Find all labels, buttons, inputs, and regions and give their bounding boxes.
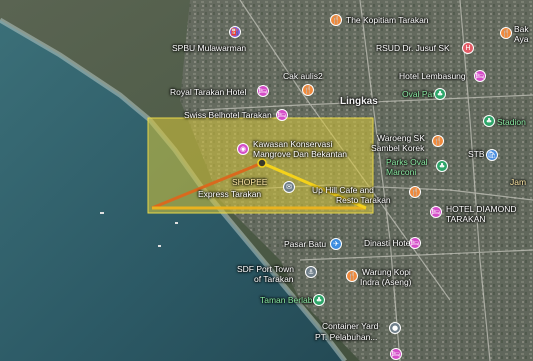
poi-hotel-lembasung[interactable]: Hotel Lembasung: [399, 71, 466, 81]
poi-diamond-line2[interactable]: TARAKAN: [446, 214, 486, 224]
restaurant-icon[interactable]: 🍴: [500, 27, 512, 39]
poi-container-line2[interactable]: PT. Pelabuhan...: [315, 332, 378, 342]
poi-swiss-belhotel[interactable]: Swiss Belhotel Tarakan: [184, 110, 272, 120]
wedge-right-edge: [261, 161, 367, 210]
fuel-station-icon[interactable]: ⛽: [229, 26, 241, 38]
poi-oval-park[interactable]: Oval Park: [402, 89, 440, 99]
poi-uphill-line2[interactable]: Resto Tarakan: [336, 195, 391, 205]
poi-kawasan-line1[interactable]: Kawasan Konservasi: [253, 139, 333, 149]
restaurant-icon[interactable]: 🍴: [432, 135, 444, 147]
poi-taman-berlabuh[interactable]: Taman Berlabuh: [260, 295, 322, 305]
origin-marker[interactable]: [257, 158, 267, 168]
poi-spbu[interactable]: SPBU Mulawarman: [172, 43, 247, 53]
poi-parks-oval-line1[interactable]: Parks Oval: [386, 157, 428, 167]
poi-royal-hotel[interactable]: Royal Tarakan Hotel: [170, 87, 247, 97]
restaurant-icon[interactable]: 🍴: [330, 14, 342, 26]
poi-sdf-line1[interactable]: SDF Port Town: [237, 264, 295, 274]
shopping-icon[interactable]: 🛍: [486, 149, 498, 161]
restaurant-icon[interactable]: 🍴: [409, 186, 421, 198]
poi-rsud[interactable]: RSUD Dr. Jusuf SK: [376, 43, 450, 53]
poi-parks-oval-line2[interactable]: Marconi: [386, 167, 417, 177]
restaurant-icon[interactable]: 🍴: [302, 84, 314, 96]
post-office-icon[interactable]: ✉: [283, 181, 295, 193]
poi-kawasan-line2[interactable]: Mangrove Dan Bekantan: [253, 149, 348, 159]
poi-warung-line2[interactable]: Indra (Aseng): [360, 277, 412, 287]
poi-stb[interactable]: STB: [468, 149, 485, 159]
hotel-icon[interactable]: 🛏: [257, 85, 269, 97]
restaurant-icon[interactable]: 🍴: [346, 270, 358, 282]
poi-jam[interactable]: Jam: [510, 177, 527, 187]
location-icon[interactable]: ●: [389, 322, 401, 334]
hotel-icon[interactable]: 🛏: [276, 109, 288, 121]
poi-shopee-line2[interactable]: Express Tarakan: [198, 189, 262, 199]
wedge-left-edge: [151, 161, 263, 210]
poi-ayam[interactable]: Aya: [514, 34, 529, 44]
boats: [100, 212, 178, 247]
poi-dinasti-hotel[interactable]: Dinasti Hotel: [364, 238, 413, 248]
poi-kopitiam[interactable]: The Kopitiam Tarakan: [346, 15, 429, 25]
transit-icon[interactable]: ✈: [330, 238, 342, 250]
hotel-icon[interactable]: 🛏: [390, 348, 402, 360]
poi-diamond-line1[interactable]: HOTEL DIAMOND: [446, 204, 517, 214]
poi-warung-line1[interactable]: Warung Kopi: [362, 267, 411, 277]
poi-stadion[interactable]: Stadion: [497, 117, 526, 127]
area-lingkas: Lingkas: [340, 96, 378, 107]
poi-container-line1[interactable]: Container Yard: [322, 321, 379, 331]
park-icon[interactable]: ♣: [313, 294, 325, 306]
poi-cak-aulis[interactable]: Cak aulis2: [283, 71, 323, 81]
poi-bak[interactable]: Bak: [514, 24, 529, 34]
hotel-icon[interactable]: 🛏: [409, 237, 421, 249]
poi-sdf-line2[interactable]: of Tarakan: [254, 274, 294, 284]
poi-waroeng-line2[interactable]: Sambel Korek: [371, 143, 425, 153]
poi-shopee-line1[interactable]: SHOPEE: [232, 177, 268, 187]
hotel-icon[interactable]: 🛏: [474, 70, 486, 82]
park-icon[interactable]: ♣: [434, 88, 446, 100]
poi-uphill-line1[interactable]: Up Hill Cafe and: [312, 185, 374, 195]
camera-icon[interactable]: ◉: [237, 143, 249, 155]
poi-pasar-batu[interactable]: Pasar Batu: [284, 239, 327, 249]
hotel-icon[interactable]: 🛏: [430, 206, 442, 218]
park-icon[interactable]: ♣: [483, 115, 495, 127]
park-icon[interactable]: ♣: [436, 160, 448, 172]
hospital-icon[interactable]: H: [462, 42, 474, 54]
poi-waroeng-line1[interactable]: Waroeng SK: [377, 133, 425, 143]
port-icon[interactable]: ⚓: [305, 266, 317, 278]
